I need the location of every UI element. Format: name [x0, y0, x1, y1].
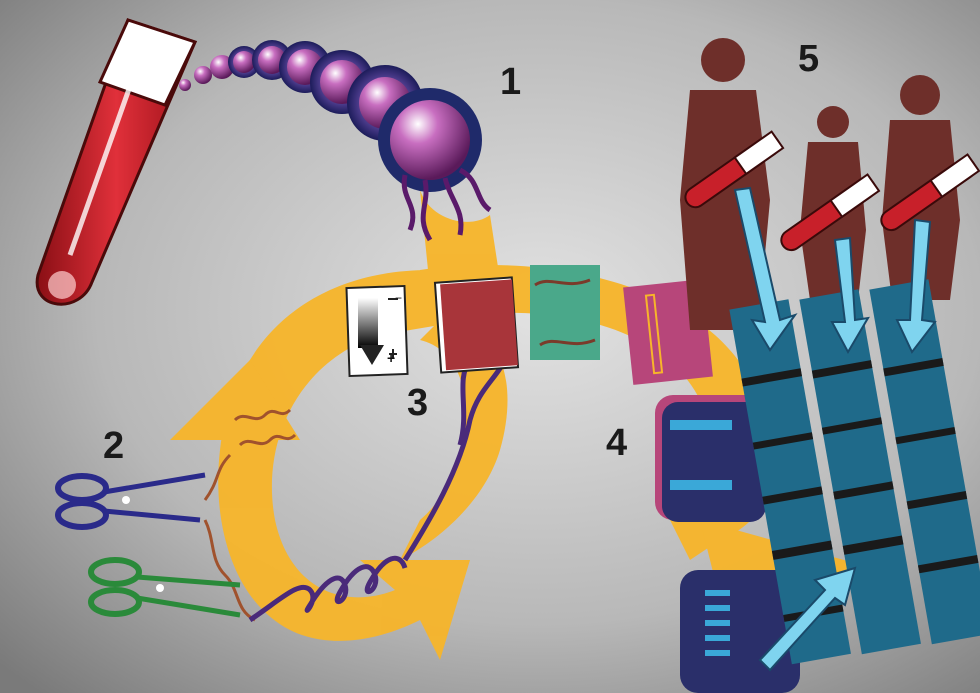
step-number-2: 2 — [103, 427, 124, 465]
red-gel-sheet — [435, 277, 518, 372]
gel-plus-sign: + — [387, 350, 395, 366]
green-membrane-sheet — [530, 265, 600, 360]
step-number-5: 5 — [798, 40, 819, 78]
step-number-3: 3 — [407, 384, 428, 422]
step-number-1: 1 — [500, 63, 521, 101]
step-number-4: 4 — [606, 424, 627, 462]
gel-minus-sign: − — [395, 291, 402, 305]
